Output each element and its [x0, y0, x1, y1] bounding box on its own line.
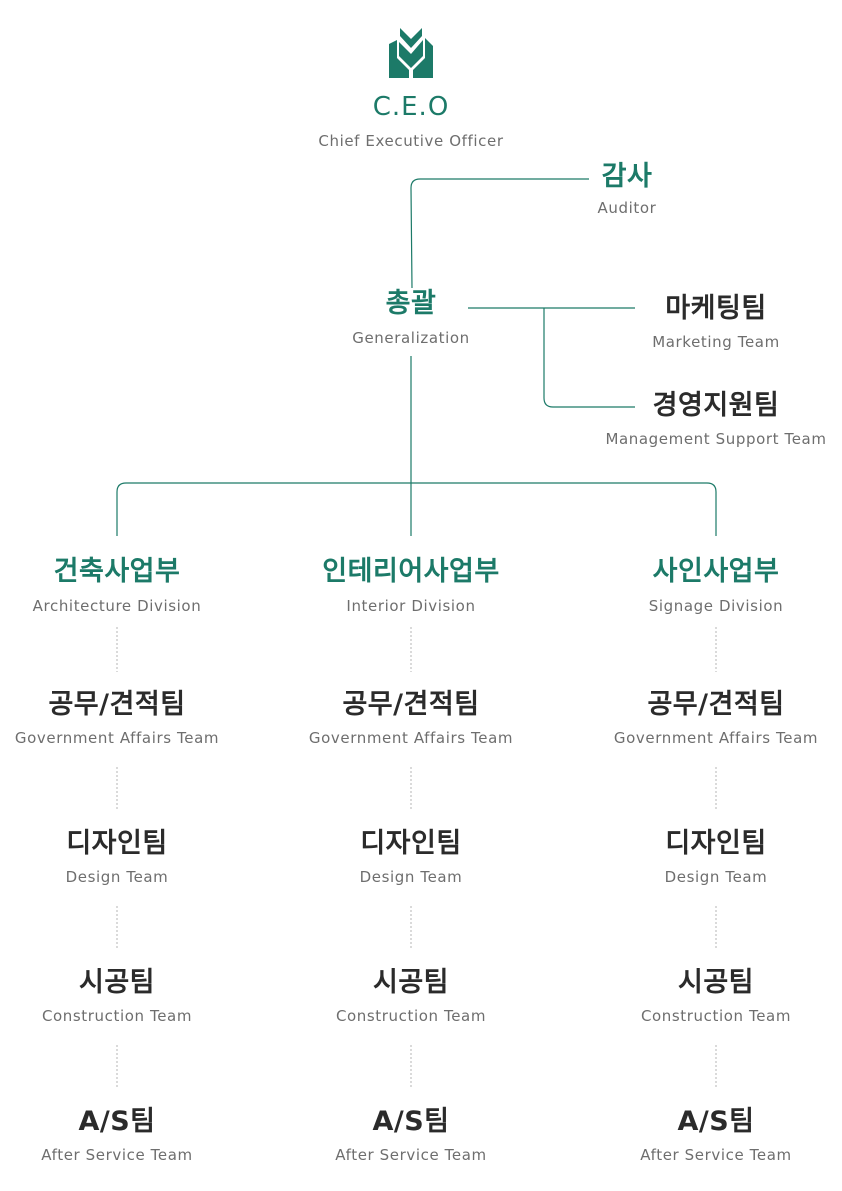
ceo-subtitle: Chief Executive Officer — [318, 132, 504, 150]
auditor-connector — [410, 178, 589, 289]
division-interior: 인테리어사업부 Interior Division — [322, 555, 499, 616]
team-after-service: A/S팀 After Service Team — [41, 1105, 192, 1165]
generalization-title: 총괄 — [385, 288, 437, 319]
team-subtitle: Government Affairs Team — [613, 729, 819, 747]
team-title: 디자인팀 — [665, 828, 767, 859]
division-title: 건축사업부 — [53, 556, 181, 587]
team-subtitle: Construction Team — [41, 1007, 193, 1025]
management-support-title: 경영지원팀 — [652, 390, 780, 421]
team-design: 디자인팀 Design Team — [66, 827, 169, 887]
generalization-node: 총괄 Generalization — [352, 287, 469, 348]
team-subtitle: After Service Team — [41, 1146, 193, 1164]
division-subtitle: Signage Division — [648, 597, 784, 615]
division-subtitle: Architecture Division — [32, 597, 202, 615]
team-title: 공무/견적팀 — [647, 689, 785, 720]
generalization-subtitle: Generalization — [352, 329, 470, 347]
team-title: A/S팀 — [78, 1106, 156, 1137]
company-logo-icon — [389, 28, 433, 78]
division-subtitle: Interior Division — [346, 597, 476, 615]
team-title: 공무/견적팀 — [48, 689, 186, 720]
team-subtitle: Government Affairs Team — [308, 729, 514, 747]
team-subtitle: After Service Team — [335, 1146, 487, 1164]
ceo-title: C.E.O — [372, 92, 450, 122]
team-title: 디자인팀 — [360, 828, 462, 859]
team-subtitle: Construction Team — [640, 1007, 792, 1025]
team-subtitle: Construction Team — [335, 1007, 487, 1025]
division-title: 사인사업부 — [652, 556, 780, 587]
team-construction: 시공팀 Construction Team — [641, 966, 791, 1026]
division-signage: 사인사업부 Signage Division — [649, 555, 783, 616]
team-title: 디자인팀 — [66, 828, 168, 859]
team-title: A/S팀 — [677, 1106, 755, 1137]
team-design: 디자인팀 Design Team — [665, 827, 768, 887]
team-title: 시공팀 — [677, 967, 755, 998]
ceo-node: C.E.O Chief Executive Officer — [318, 92, 503, 151]
team-government-affairs: 공무/견적팀 Government Affairs Team — [614, 688, 818, 748]
team-subtitle: Design Team — [65, 868, 169, 886]
division-architecture: 건축사업부 Architecture Division — [33, 555, 202, 616]
team-construction: 시공팀 Construction Team — [42, 966, 192, 1026]
team-subtitle: After Service Team — [640, 1146, 792, 1164]
team-design: 디자인팀 Design Team — [360, 827, 463, 887]
management-connector — [543, 308, 635, 408]
marketing-team-title: 마케팅팀 — [665, 293, 767, 324]
team-subtitle: Design Team — [359, 868, 463, 886]
auditor-title: 감사 — [601, 161, 653, 192]
division-title: 인테리어사업부 — [322, 556, 500, 587]
team-subtitle: Government Affairs Team — [14, 729, 220, 747]
team-construction: 시공팀 Construction Team — [336, 966, 486, 1026]
team-title: 공무/견적팀 — [342, 689, 480, 720]
marketing-team-subtitle: Marketing Team — [652, 333, 780, 351]
auditor-subtitle: Auditor — [597, 199, 657, 217]
team-title: 시공팀 — [372, 967, 450, 998]
team-government-affairs: 공무/견적팀 Government Affairs Team — [309, 688, 513, 748]
team-after-service: A/S팀 After Service Team — [335, 1105, 486, 1165]
team-after-service: A/S팀 After Service Team — [640, 1105, 791, 1165]
marketing-team-node: 마케팅팀 Marketing Team — [652, 292, 780, 352]
management-support-node: 경영지원팀 Management Support Team — [605, 389, 826, 449]
auditor-node: 감사 Auditor — [598, 160, 657, 218]
team-title: 시공팀 — [78, 967, 156, 998]
management-support-subtitle: Management Support Team — [605, 430, 827, 448]
team-subtitle: Design Team — [664, 868, 768, 886]
team-title: A/S팀 — [372, 1106, 450, 1137]
team-government-affairs: 공무/견적팀 Government Affairs Team — [15, 688, 219, 748]
division-bar-connector — [116, 482, 717, 536]
